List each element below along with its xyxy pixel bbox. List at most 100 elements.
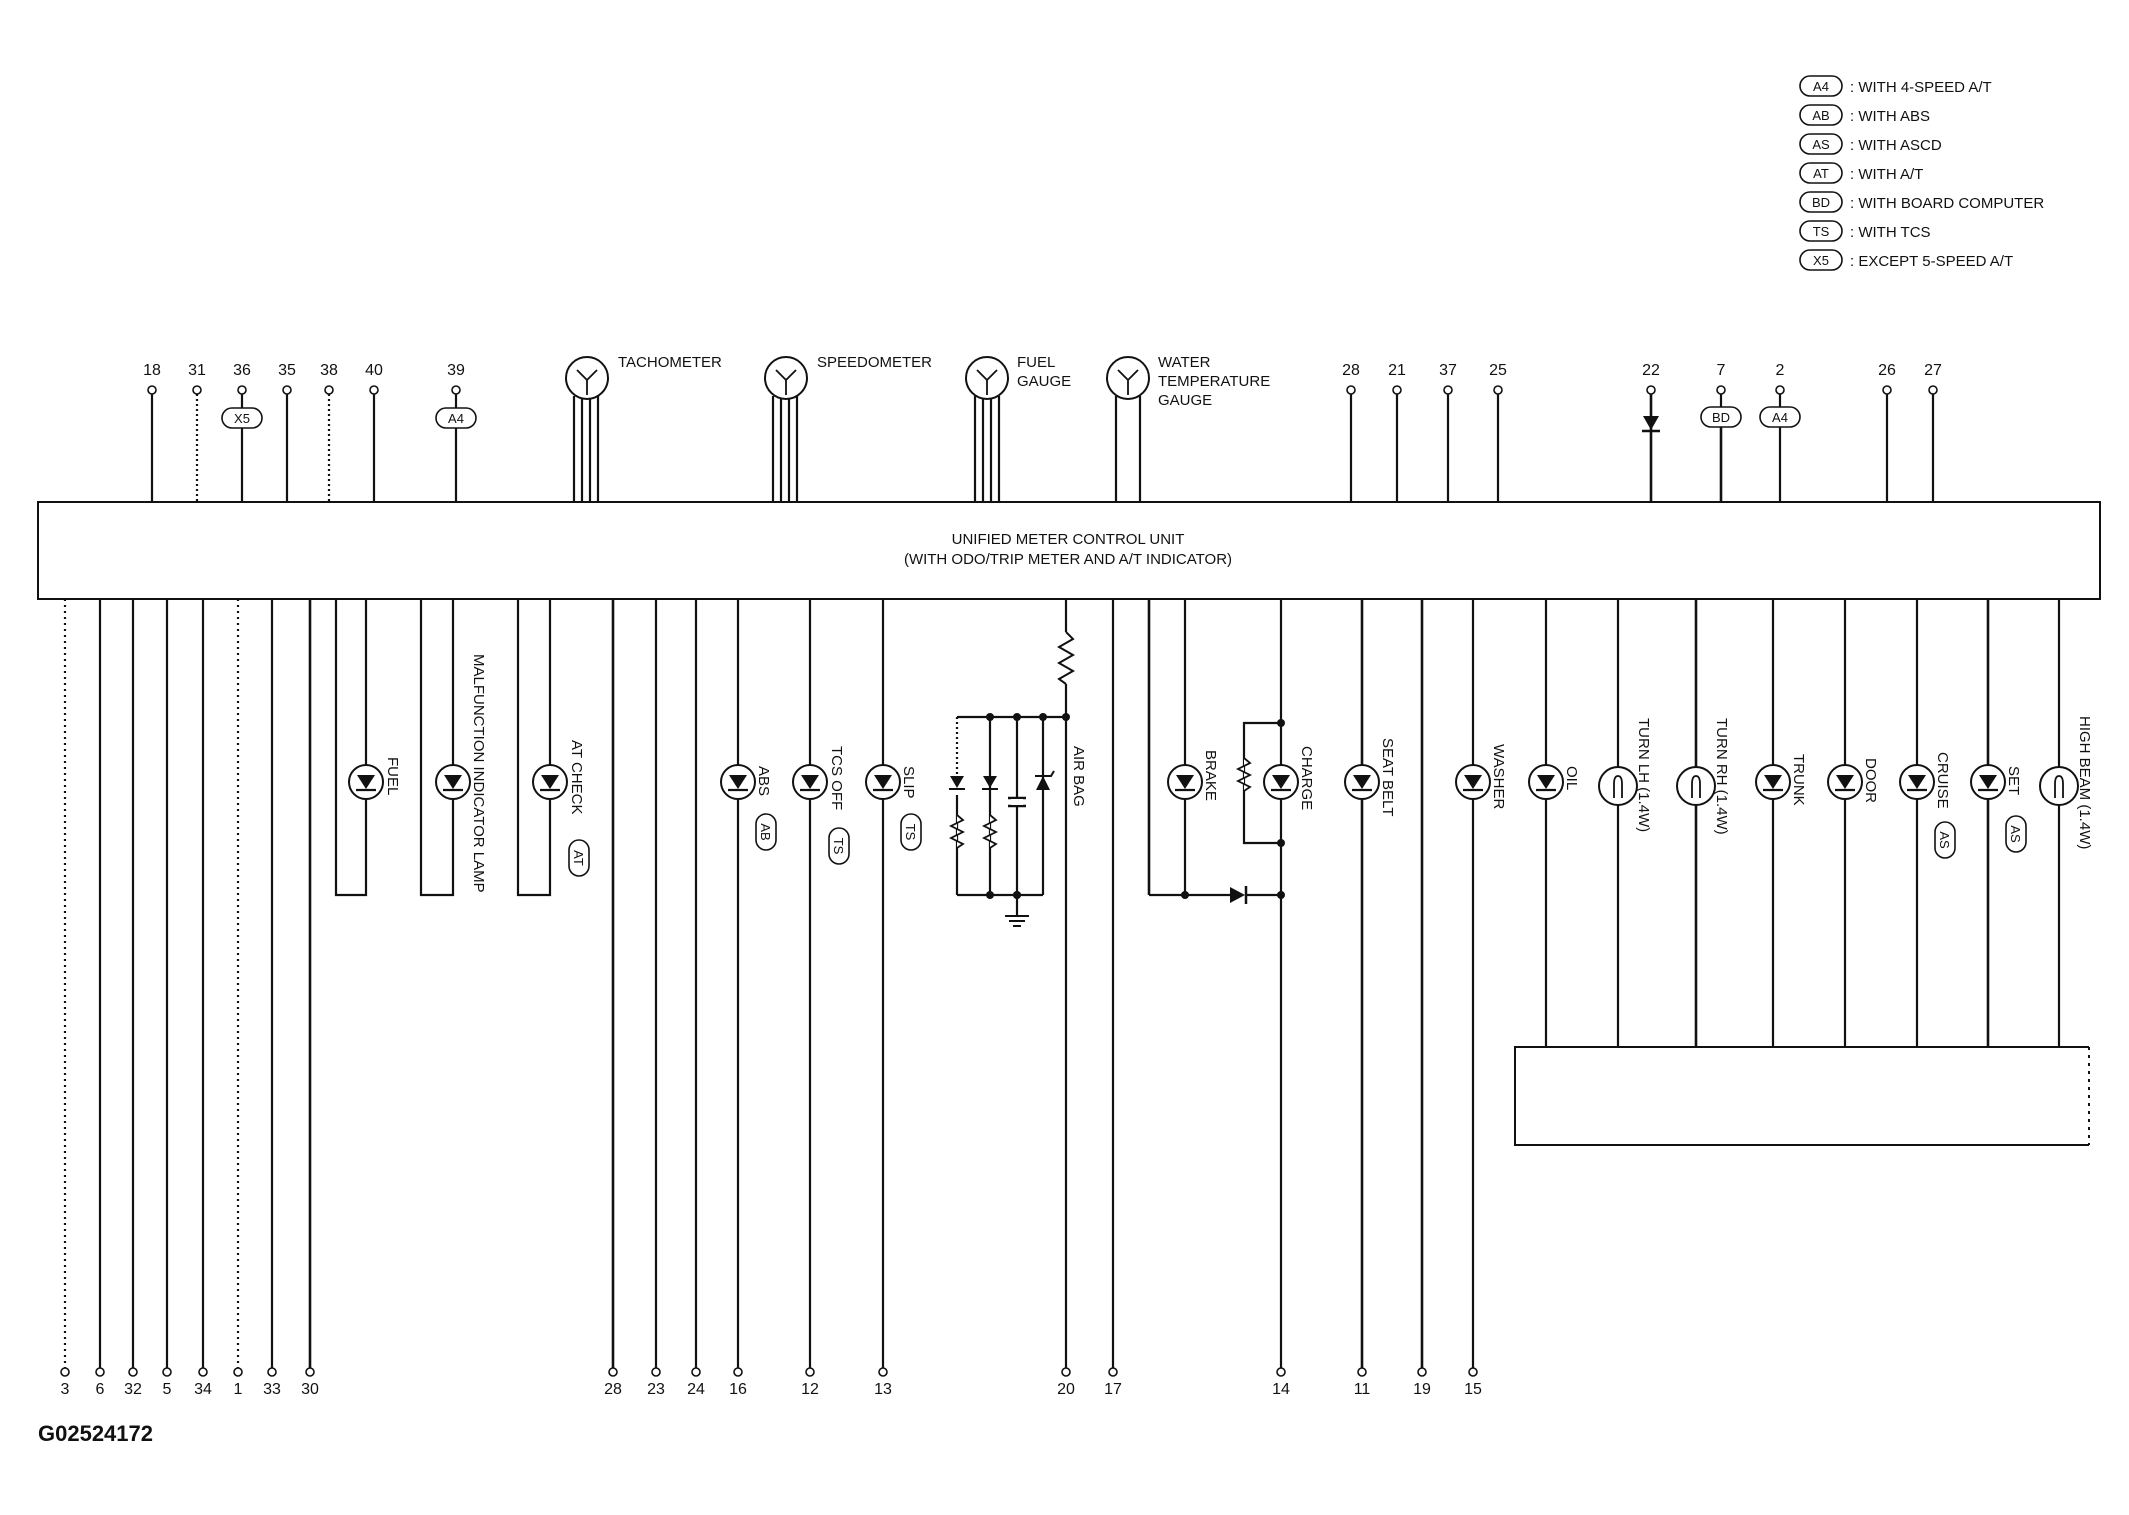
led-symbols: [348, 764, 2079, 806]
legend-badge: [1799, 133, 1843, 155]
top-pin-number: 40: [365, 362, 383, 379]
legend-text: : EXCEPT 5-SPEED A/T: [1850, 253, 2013, 270]
legend-item: AS : WITH ASCD: [1799, 133, 1942, 155]
indicator-labels: FUEL MALFUNCTION INDICATOR LAMP AT CHECK…: [384, 654, 2093, 893]
indicator-label-turn-rh: TURN RH (1.4W): [1713, 718, 1730, 835]
legend-text: : WITH ASCD: [1850, 137, 1942, 154]
resistor-icon: [981, 814, 999, 849]
indicator-label-air-bag: AIR BAG: [1070, 746, 1087, 807]
option-badge: TS: [828, 827, 850, 865]
bottom-pin: 5: [162, 1367, 172, 1398]
figure-id: G02524172: [38, 1421, 153, 1446]
top-pin-number: 7: [1717, 362, 1726, 379]
legend-text: : WITH A/T: [1850, 166, 1923, 183]
control-unit-title: UNIFIED METER CONTROL UNIT: [952, 531, 1185, 548]
led-triangle-icon: [357, 775, 375, 789]
bottom-pin-terminal: [267, 1367, 277, 1377]
meter-gauge-icon: [764, 356, 808, 400]
bottom-pin: 13: [874, 1367, 892, 1398]
bottom-pin: 14: [1272, 1367, 1290, 1398]
bottom-pin-terminal: [1276, 1367, 1286, 1377]
option-badge-code: TS: [903, 824, 918, 841]
meter-label: WATER: [1158, 354, 1211, 371]
bottom-pin-number: 34: [194, 1381, 212, 1398]
bulb-icon: [2039, 766, 2079, 806]
legend-item: TS : WITH TCS: [1799, 220, 1931, 242]
led-triangle-icon: [1353, 775, 1371, 789]
control-unit-box: [37, 501, 2101, 600]
bottom-pin: 19: [1413, 1367, 1431, 1398]
legend-code: BD: [1812, 195, 1830, 210]
led-triangle-icon: [444, 775, 462, 789]
indicator-badges: AT AB TS TS AS AS: [568, 813, 2027, 877]
indicator-label-fuel: FUEL: [384, 757, 401, 795]
indicator-label-slip: SLIP: [900, 766, 917, 799]
bottom-pin-number: 14: [1272, 1381, 1290, 1398]
legend-badge: [1799, 104, 1843, 126]
zener-icon: [1036, 776, 1050, 790]
top-pin-number: 22: [1642, 362, 1660, 379]
meter-needle-icon: [576, 369, 598, 395]
bottom-pin-number: 28: [604, 1381, 622, 1398]
top-pin-terminal: [1775, 385, 1785, 395]
led-triangle-icon: [729, 775, 747, 789]
legend-code: A4: [1813, 79, 1829, 94]
meter-label: TACHOMETER: [618, 354, 722, 371]
bottom-pin-terminal: [608, 1367, 618, 1377]
led-triangle-icon: [801, 775, 819, 789]
bottom-pin: 1: [233, 1367, 243, 1398]
junction-dot: [1277, 839, 1285, 847]
bottom-pin-terminal: [162, 1367, 172, 1377]
meter-label: SPEEDOMETER: [817, 354, 932, 371]
bottom-pin: 28: [604, 1367, 622, 1398]
junction-dot: [1039, 713, 1047, 721]
meters: TACHOMETER SPEEDOMETER FUEL GAUGE: [565, 354, 1270, 502]
junction-dot: [986, 891, 994, 899]
bottom-pin: 15: [1464, 1367, 1482, 1398]
loop-indicators: [334, 599, 552, 897]
legend-text: : WITH TCS: [1850, 224, 1931, 241]
indicator-label-turn-lh: TURN LH (1.4W): [1635, 718, 1652, 832]
option-badge-shape: [900, 813, 922, 851]
junction-dot: [986, 713, 994, 721]
mil-loop-wire: [419, 599, 455, 897]
junction-dot: [1181, 891, 1189, 899]
led-triangle-icon: [1764, 775, 1782, 789]
bottom-pin-terminal: [691, 1367, 701, 1377]
bottom-pin-number: 20: [1057, 1381, 1075, 1398]
top-pin-number: 36: [233, 362, 251, 379]
meter-label: GAUGE: [1158, 392, 1212, 409]
bottom-pin-terminal: [651, 1367, 661, 1377]
bottom-pin-number: 30: [301, 1381, 319, 1398]
option-badge-code: A4: [1772, 410, 1788, 425]
legend-badge: [1799, 220, 1843, 242]
bottom-pins: 3 6 32 5 34 1 33 30 28 23 24 16 12 13 20…: [60, 599, 1482, 1398]
resistor-icon: [1235, 757, 1253, 792]
ground-box: [1514, 1046, 2089, 1146]
bulb-filament-icon: [1691, 775, 1701, 798]
legend-code: X5: [1813, 253, 1829, 268]
option-badge-code: AS: [1937, 831, 1952, 849]
top-pin-number: 35: [278, 362, 296, 379]
bottom-pin-number: 13: [874, 1381, 892, 1398]
bottom-pin-number: 3: [61, 1381, 70, 1398]
water-temperature-gauge: WATER TEMPERATURE GAUGE: [1106, 354, 1270, 502]
bottom-pin-number: 19: [1413, 1381, 1431, 1398]
bottom-pin: 12: [801, 1367, 819, 1398]
bottom-pin: 3: [60, 1367, 70, 1398]
legend-badge: [1799, 249, 1843, 271]
option-badge-code: TS: [831, 838, 846, 855]
meter-label: GAUGE: [1017, 373, 1071, 390]
bottom-pin-terminal: [95, 1367, 105, 1377]
led-triangle-icon: [1464, 775, 1482, 789]
option-badge-shape: [828, 827, 850, 865]
top-pin-terminal: [1716, 385, 1726, 395]
indicator-label-trunk: TRUNK: [1790, 754, 1807, 806]
indicator-label-abs: ABS: [755, 766, 772, 796]
bulb-icon: [1676, 766, 1716, 806]
top-pin-terminal: [451, 385, 461, 395]
top-pin-terminal: [237, 385, 247, 395]
legend-text: : WITH BOARD COMPUTER: [1850, 195, 2044, 212]
diode-symbol: [1643, 416, 1659, 430]
